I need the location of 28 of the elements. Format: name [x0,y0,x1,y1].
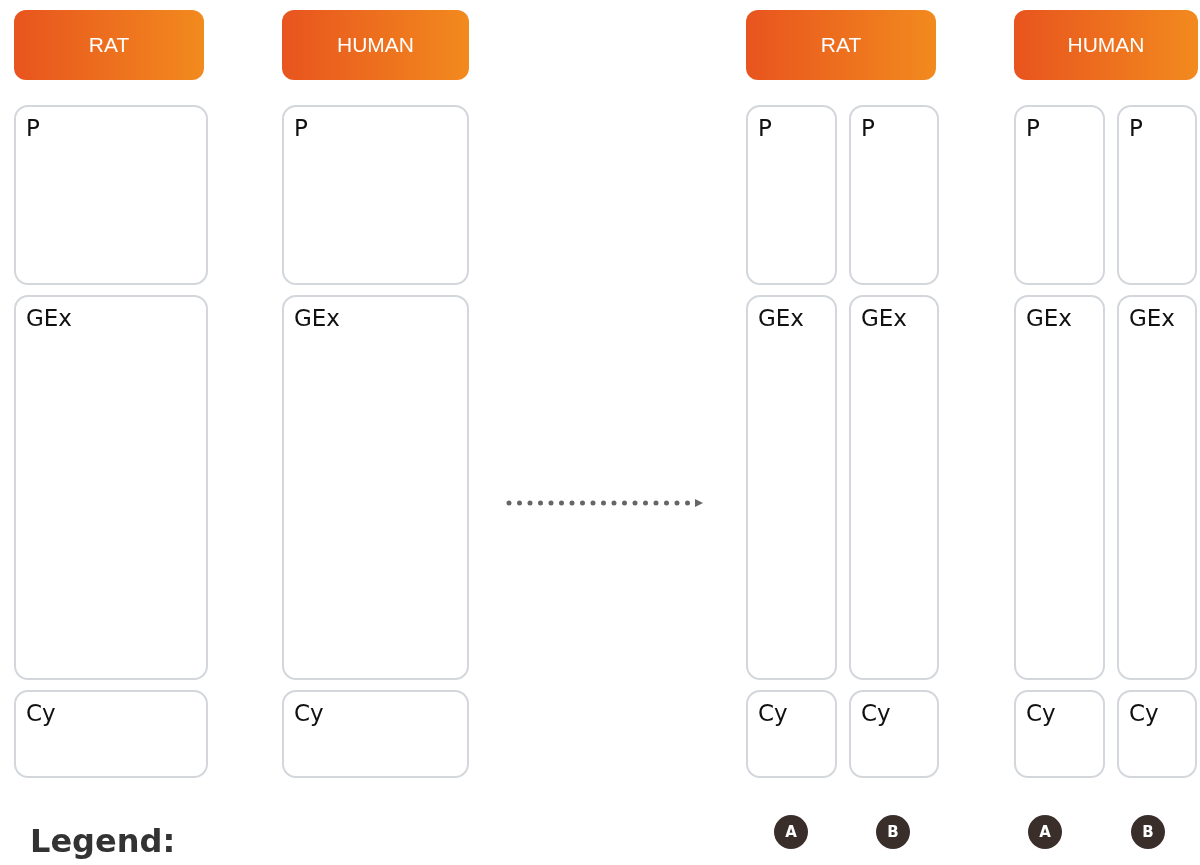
data-panel: Cy [746,690,837,778]
dotted-arrow [506,499,703,507]
data-panel: GEx [849,295,939,680]
data-panel: GEx [1117,295,1197,680]
circle-marker: B [1131,815,1165,849]
data-panel: Cy [14,690,208,778]
data-panel: Cy [282,690,469,778]
data-panel: Cy [1117,690,1197,778]
legend-heading: Legend: [30,822,176,860]
species-header: HUMAN [282,10,469,80]
species-header: RAT [14,10,204,80]
data-panel: Cy [1014,690,1105,778]
data-panel: Cy [849,690,939,778]
data-panel: P [282,105,469,285]
circle-marker: A [1028,815,1062,849]
data-panel: P [1014,105,1105,285]
data-panel: GEx [14,295,208,680]
data-panel: P [14,105,208,285]
data-panel: P [849,105,939,285]
data-panel: GEx [282,295,469,680]
data-panel: P [746,105,837,285]
data-panel: GEx [746,295,837,680]
circle-marker: A [774,815,808,849]
data-panel: GEx [1014,295,1105,680]
species-header: HUMAN [1014,10,1198,80]
data-panel: P [1117,105,1197,285]
species-header: RAT [746,10,936,80]
circle-marker: B [876,815,910,849]
